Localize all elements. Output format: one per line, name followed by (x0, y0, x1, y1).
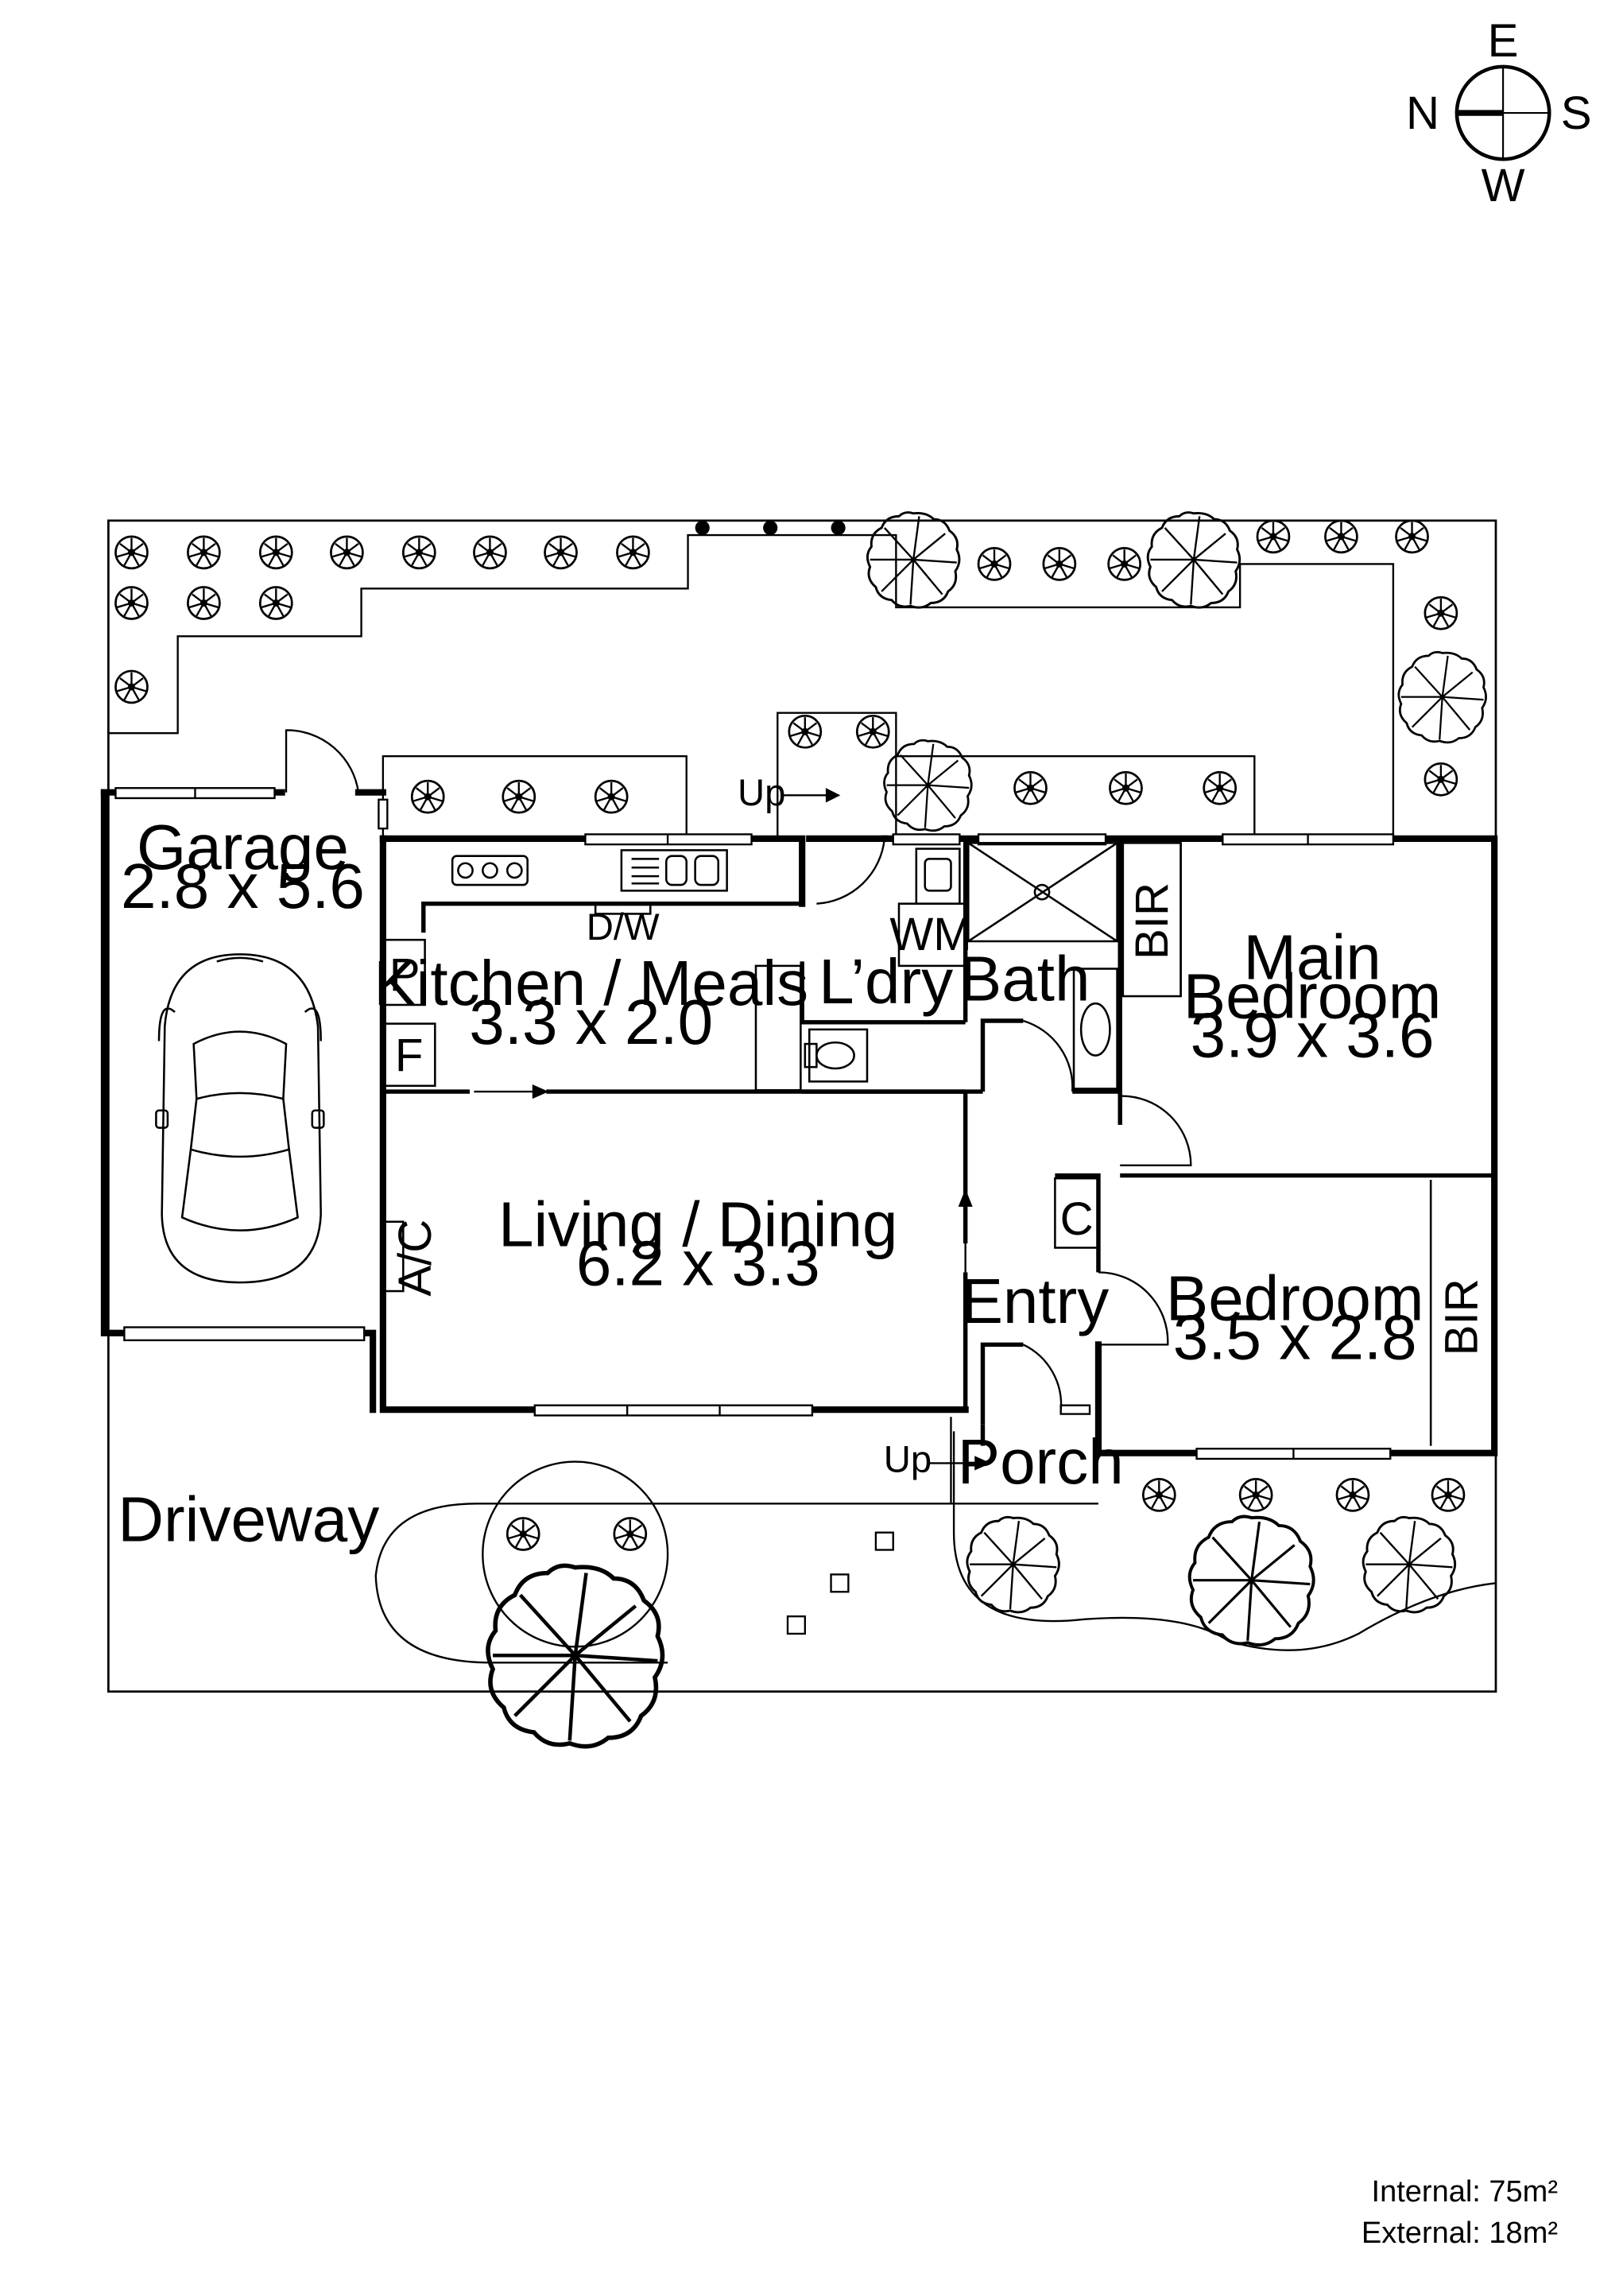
driveway-label: Driveway (118, 1484, 379, 1555)
doors (285, 729, 1192, 1412)
trees (488, 511, 1487, 1747)
washing-machine-label: WM (889, 909, 971, 960)
internal-area: Internal: 75m² (1371, 2175, 1558, 2209)
living-size: 6.2 x 3.3 (576, 1228, 820, 1299)
compass: E N S W (1406, 15, 1592, 211)
bedroom-size: 3.5 x 2.8 (1173, 1301, 1417, 1372)
cupboard-box (1054, 1177, 1100, 1249)
living-label: Living / Dining (498, 1189, 898, 1260)
fridge-label: F (395, 1030, 424, 1082)
small-posts (695, 520, 846, 536)
arrows (474, 788, 991, 1504)
entry-label: Entry (961, 1266, 1110, 1336)
bath-vanity (1072, 968, 1118, 1090)
bedroom-label: Bedroom (1166, 1262, 1424, 1333)
bath-label: Bath (959, 944, 1090, 1014)
step-front-label: Up (884, 1438, 932, 1480)
kitchen-fixtures (382, 842, 1432, 1446)
car-icon (155, 953, 325, 1284)
step-rear-label: Up (738, 772, 785, 814)
dishwasher (594, 902, 652, 915)
windows (114, 787, 1395, 1460)
external-area: External: 18m² (1361, 2216, 1558, 2250)
laundry-trough (915, 847, 961, 905)
kitchen-label: Kitchen / Meals (374, 948, 808, 1018)
laundry-label: L’dry (819, 946, 953, 1017)
interior-walls (382, 838, 1495, 1446)
dishwasher-label: D/W (587, 906, 660, 948)
bir-main-label: BIR (1126, 882, 1178, 960)
main-bedroom-label-2: Bedroom (1183, 960, 1442, 1031)
garage-label: Garage (137, 812, 349, 882)
porch-label: Porch (958, 1426, 1124, 1497)
cooktop (451, 855, 529, 886)
kitchen-size: 3.3 x 2.0 (469, 987, 713, 1057)
shower (967, 842, 1118, 943)
cupboard-label: C (1060, 1193, 1094, 1245)
compass-east: E (1488, 15, 1519, 67)
ac-unit (382, 1220, 405, 1293)
main-bedroom-size: 3.9 x 3.6 (1191, 999, 1435, 1070)
washing-machine (897, 902, 966, 968)
ac-label: A/C (389, 1220, 441, 1297)
bir-bedroom-label: BIR (1435, 1278, 1487, 1355)
fridge-box (382, 1022, 436, 1088)
kitchen-island (754, 964, 802, 1092)
compass-west: W (1482, 160, 1525, 211)
toilet-box (808, 1028, 869, 1083)
pantry-box (382, 938, 426, 1006)
compass-south: S (1561, 87, 1592, 139)
garage-size: 2.8 x 5.6 (121, 851, 365, 921)
main-bedroom-label: Main (1243, 921, 1381, 992)
pantry-label: P (389, 949, 420, 1001)
sink (620, 849, 728, 892)
compass-north: N (1406, 87, 1439, 139)
